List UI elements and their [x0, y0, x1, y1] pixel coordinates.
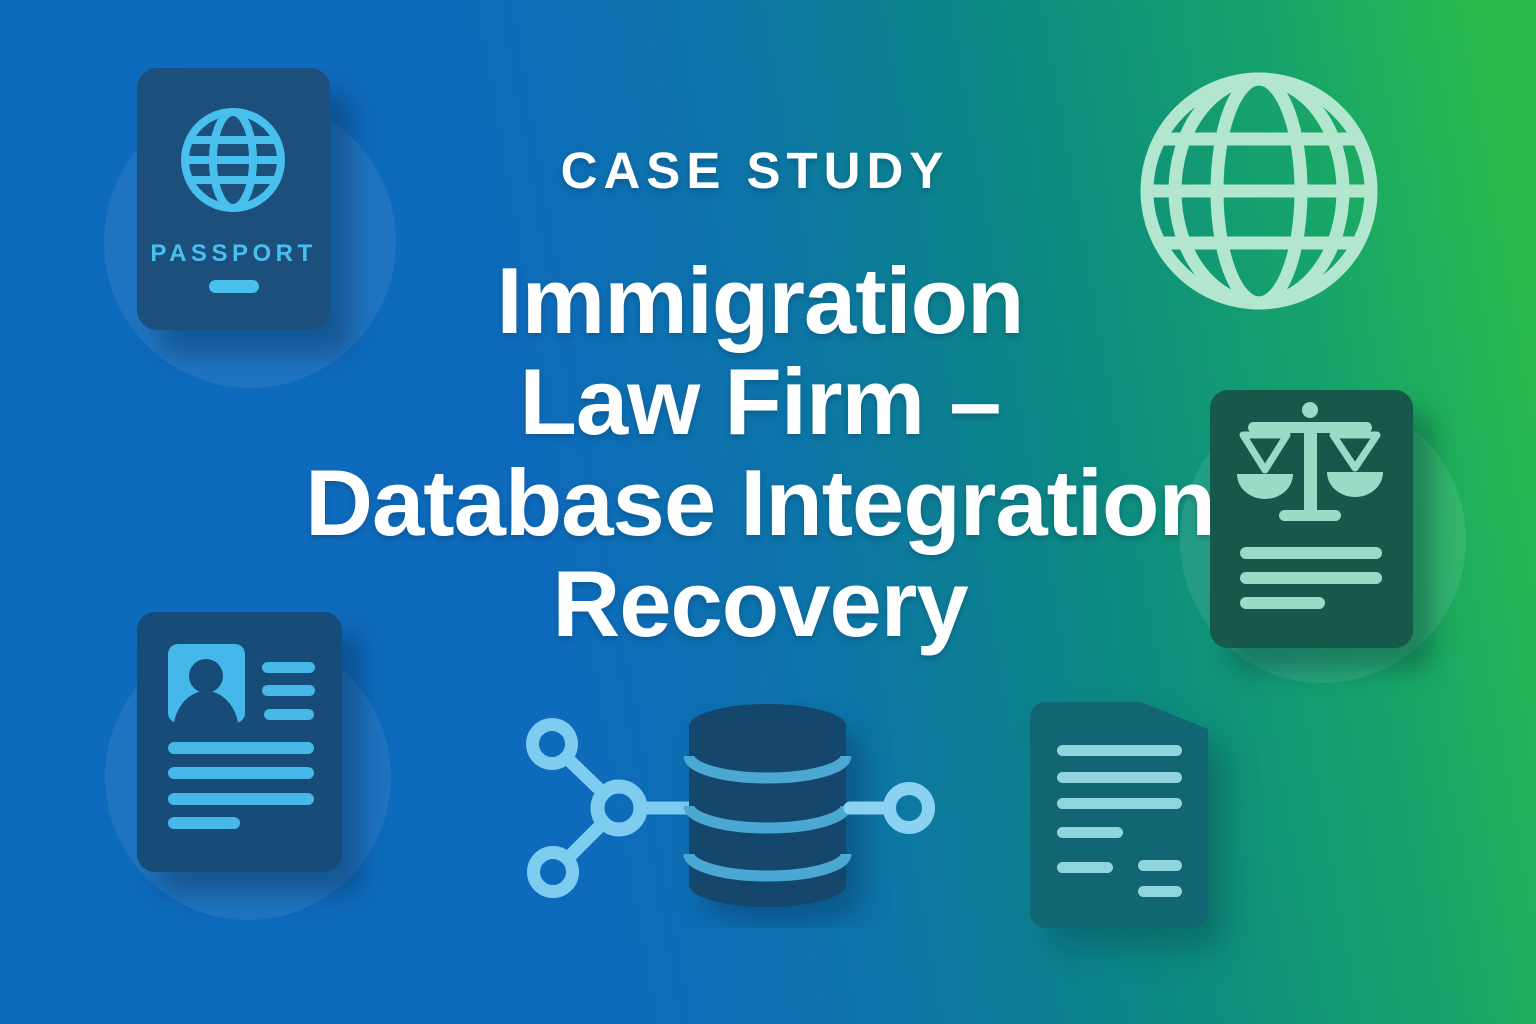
text-line [1240, 547, 1382, 559]
title-line-3: Database Integration [305, 450, 1216, 555]
id-card-icon [137, 612, 342, 872]
title-line-4: Recovery [552, 551, 968, 656]
passport-bar [208, 280, 259, 293]
legal-scales-document-icon [1210, 390, 1413, 648]
document-icon [1030, 702, 1208, 928]
page-title: Immigration Law Firm – Database Integrat… [0, 250, 1520, 654]
text-line [1057, 862, 1113, 873]
text-line [262, 685, 315, 696]
network-database-group [526, 704, 935, 907]
passport-icon: PASSPORT [137, 68, 330, 330]
text-line [1138, 886, 1182, 897]
text-line [1057, 798, 1182, 809]
title-line-1: Immigration [496, 248, 1025, 353]
person-shoulders [173, 691, 239, 723]
globe-icon [1140, 72, 1378, 310]
text-line [1138, 860, 1182, 871]
text-line [262, 662, 315, 673]
database-icon [689, 704, 846, 907]
passport-globe-icon [181, 108, 285, 212]
text-line [168, 742, 314, 754]
person-head [189, 659, 223, 693]
text-line [1240, 597, 1325, 609]
text-line [1057, 772, 1182, 783]
text-line [1240, 572, 1382, 584]
text-line [1057, 745, 1182, 756]
title-line-2: Law Firm – [519, 349, 1001, 454]
passport-label: PASSPORT [150, 240, 317, 267]
text-line [168, 793, 314, 805]
eyebrow-label: CASE STUDY [560, 142, 950, 199]
photo-box [168, 644, 245, 723]
scales-of-justice-icon [1237, 402, 1383, 521]
network-nodes-icon [526, 718, 697, 898]
text-line [168, 817, 240, 829]
right-connector-node [843, 782, 935, 834]
text-line [168, 767, 314, 779]
text-line [264, 709, 314, 720]
text-line [1057, 827, 1123, 838]
